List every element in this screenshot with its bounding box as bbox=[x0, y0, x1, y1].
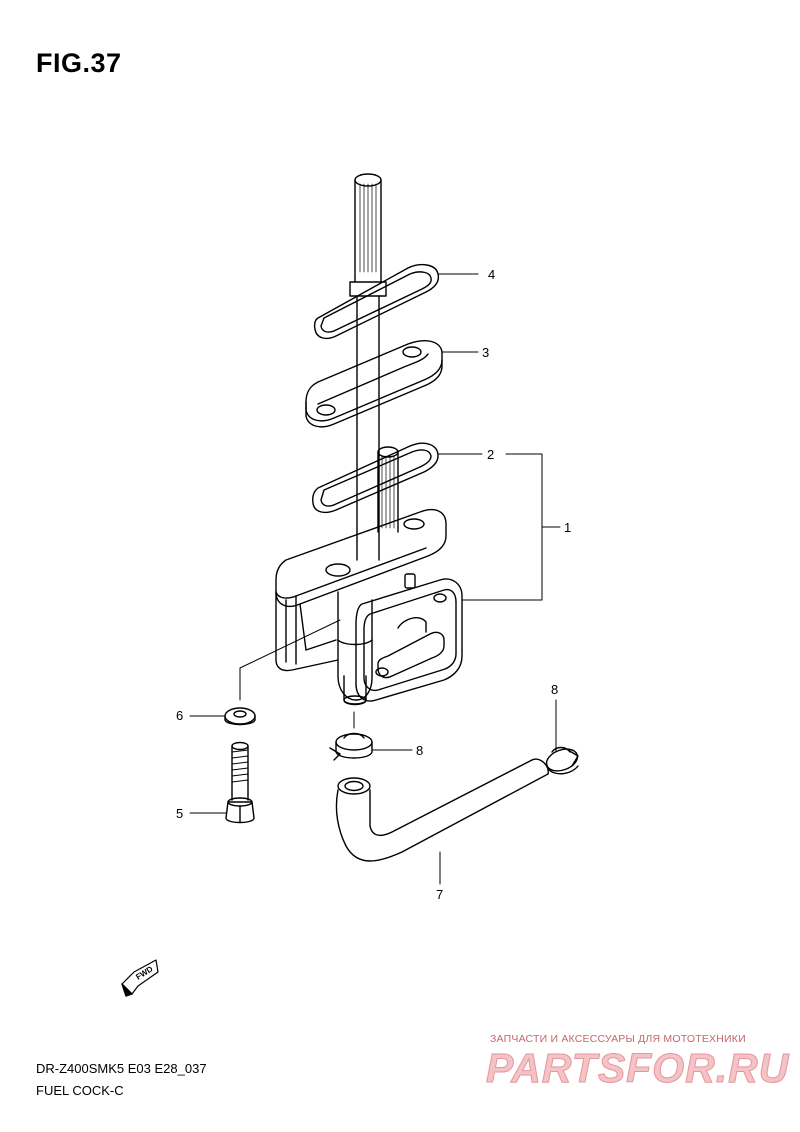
watermark-brand: PARTSFOR.RU bbox=[485, 1045, 790, 1092]
o-ring-lower bbox=[312, 442, 439, 514]
callout-5: 5 bbox=[176, 806, 183, 821]
hose-clip-center bbox=[329, 732, 373, 761]
hose-clip-right bbox=[545, 746, 579, 775]
gasket-plate-upper bbox=[305, 340, 443, 428]
fuel-hose bbox=[335, 758, 549, 862]
fwd-direction-icon: FWD bbox=[121, 959, 159, 997]
watermark-tagline: ЗАПЧАСТИ И АКСЕССУАРЫ ДЛЯ МОТОТЕХНИКИ bbox=[490, 1033, 746, 1045]
callout-6: 6 bbox=[176, 708, 183, 723]
bolt bbox=[225, 741, 255, 824]
callout-8-right: 8 bbox=[551, 682, 558, 697]
model-code: DR-Z400SMK5 E03 E28_037 bbox=[36, 1061, 207, 1076]
part-group-name: FUEL COCK-C bbox=[36, 1083, 124, 1098]
callout-4: 4 bbox=[488, 267, 495, 282]
callout-2: 2 bbox=[487, 447, 494, 462]
callouts: 4 3 2 1 6 5 8 8 7 bbox=[176, 267, 571, 902]
washer bbox=[224, 707, 256, 726]
figure-title: FIG.37 bbox=[36, 48, 122, 78]
fwd-label: FWD bbox=[134, 964, 154, 981]
callout-1: 1 bbox=[564, 520, 571, 535]
callout-7: 7 bbox=[436, 887, 443, 902]
o-ring-upper bbox=[313, 263, 440, 340]
leader-lines bbox=[189, 273, 561, 885]
fuel-cock-body bbox=[275, 508, 463, 706]
callout-3: 3 bbox=[482, 345, 489, 360]
fuel-pipe-tall bbox=[349, 173, 387, 561]
fuel-pipe-short bbox=[377, 446, 399, 533]
callout-8-center: 8 bbox=[416, 743, 423, 758]
